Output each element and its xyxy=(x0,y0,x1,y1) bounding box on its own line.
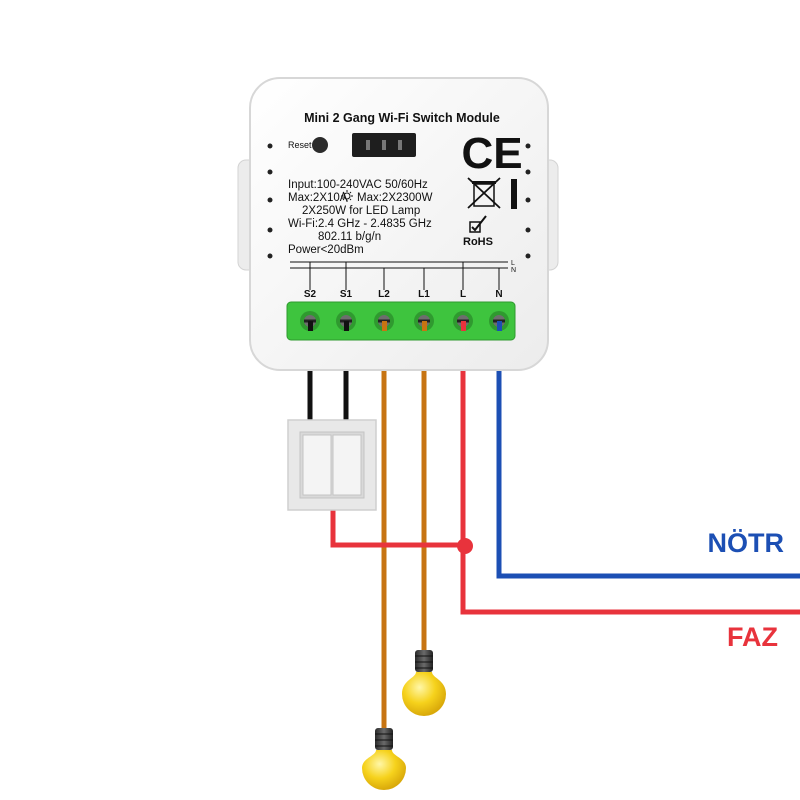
neutral-label: NÖTR xyxy=(708,528,785,558)
spec-power: Power<20dBm xyxy=(288,244,364,256)
phase-label: FAZ xyxy=(727,622,778,652)
terminal-label-n: N xyxy=(495,289,502,300)
phase-switch-wire xyxy=(330,505,465,548)
lamp-icon xyxy=(341,190,353,202)
weee-icon xyxy=(467,177,501,209)
terminal-label-l2: L2 xyxy=(378,289,390,300)
weee-bar xyxy=(511,179,517,209)
wall-switch[interactable] xyxy=(287,419,377,511)
spec-input: Input:100-240VAC 50/60Hz xyxy=(288,179,428,191)
spec-max-power: Max:2X2300W xyxy=(357,192,433,204)
phase-junction xyxy=(457,538,473,554)
bus-lines xyxy=(290,261,508,290)
bus-label-l: L xyxy=(511,260,515,267)
spec-wifi-std: 802.11 b/g/n xyxy=(318,231,381,243)
spec-led: 2X250W for LED Lamp xyxy=(302,205,420,217)
programming-port xyxy=(352,133,416,157)
switch-module: Mini 2 Gang Wi-Fi Switch Module Reset CE… xyxy=(237,77,559,371)
rohs-label: RoHS xyxy=(463,236,493,248)
terminal-label-l: L xyxy=(460,289,466,300)
spec-wifi: Wi-Fi:2.4 GHz - 2.4835 GHz xyxy=(288,218,432,230)
bus-label-n: N xyxy=(511,267,516,274)
reset-label: Reset xyxy=(288,140,312,150)
rohs-check-icon xyxy=(469,215,487,233)
terminal-label-l1: L1 xyxy=(418,289,430,300)
switch-rocker-right[interactable] xyxy=(332,434,362,496)
bulb-l1-icon xyxy=(402,650,446,716)
ce-mark: CE xyxy=(461,129,522,178)
phase-wire xyxy=(460,322,800,615)
bulb-l2-icon xyxy=(362,728,406,790)
terminal-block xyxy=(286,301,516,341)
module-title: Mini 2 Gang Wi-Fi Switch Module xyxy=(304,111,500,125)
switch-rocker-left[interactable] xyxy=(302,434,332,496)
terminal-label-s2: S2 xyxy=(304,289,317,300)
terminal-label-s1: S1 xyxy=(340,289,353,300)
reset-button[interactable] xyxy=(312,137,328,153)
neutral-wire xyxy=(496,322,800,579)
spec-max-current: Max:2X10A xyxy=(288,192,348,204)
